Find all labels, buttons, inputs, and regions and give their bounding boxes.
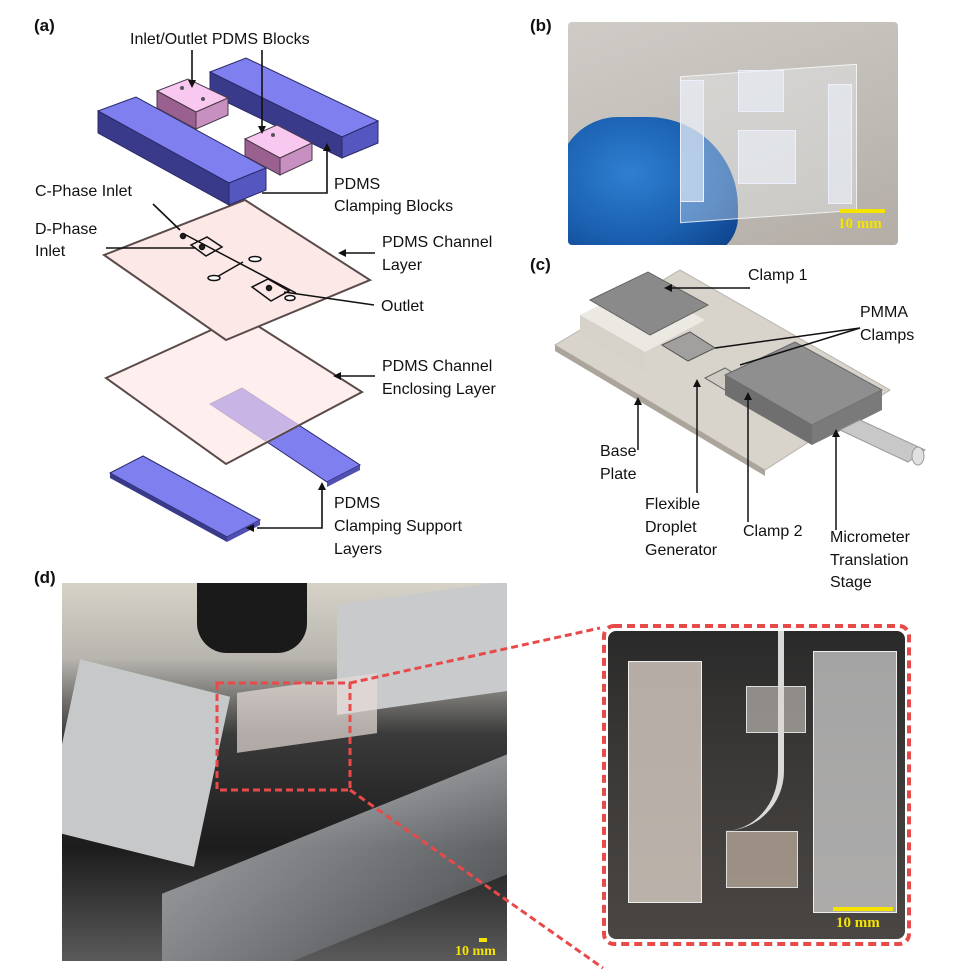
- panel-c-arrowheads: [634, 284, 840, 437]
- label-d-phase-inlet-2: Inlet: [35, 243, 66, 260]
- label-enclosing-layer-1: PDMS Channel: [382, 358, 493, 375]
- clamp-1-plate: [588, 271, 710, 336]
- label-clamping-blocks-1: PDMS: [334, 176, 381, 193]
- device-block-4: [738, 130, 796, 184]
- label-mts-2: Translation: [830, 552, 909, 569]
- panel-d-right-scale-bar: [833, 907, 893, 911]
- panel-a-exploded-diagram: [96, 50, 380, 542]
- label-mts-1: Micrometer: [830, 529, 911, 546]
- panel-a-label: (a): [34, 16, 55, 35]
- inlet-block: [746, 686, 806, 733]
- device-on-stage: [237, 673, 377, 753]
- panel-c-render: [554, 269, 926, 530]
- left-pmma-clamp: [628, 661, 702, 903]
- panel-d-right-scale-label: 10 mm: [836, 915, 880, 931]
- label-base-2: Plate: [600, 466, 637, 483]
- enclosing-layer: [104, 314, 364, 466]
- label-c-phase-inlet: C-Phase Inlet: [35, 183, 132, 200]
- io-block-left: [155, 78, 230, 130]
- label-clamp-1: Clamp 1: [748, 267, 808, 284]
- label-support-layers-2: Clamping Support: [334, 518, 463, 535]
- label-clamping-blocks-2: Clamping Blocks: [334, 198, 454, 215]
- channel-features: [179, 232, 297, 302]
- device-block-2: [828, 84, 852, 204]
- clamp-block-left: [96, 96, 268, 206]
- label-support-layers-3: Layers: [334, 541, 383, 558]
- device-block-1: [680, 80, 704, 202]
- label-channel-layer-2: Layer: [382, 257, 423, 274]
- right-pmma-clamp: [813, 651, 897, 913]
- panel-d-label: (d): [34, 568, 56, 587]
- leader-lines: [106, 50, 375, 529]
- panel-d-left-scale-bar: [479, 938, 487, 942]
- label-mts-3: Stage: [830, 574, 872, 591]
- panel-d-photo-zoom: 10 mm: [608, 631, 905, 939]
- label-channel-layer-1: PDMS Channel: [382, 234, 493, 251]
- panel-d-photo-left: 10 mm: [62, 583, 507, 961]
- channel-layer: [101, 198, 373, 342]
- label-fdg-1: Flexible: [645, 496, 701, 513]
- panel-b-scale-label: 10 mm: [838, 216, 882, 232]
- panel-d-left-scale-label: 10 mm: [455, 944, 496, 959]
- label-outlet: Outlet: [381, 298, 424, 315]
- label-base-1: Base: [600, 443, 637, 460]
- label-enclosing-layer-2: Enclosing Layer: [382, 381, 496, 398]
- panel-b-label: (b): [530, 16, 552, 35]
- label-d-phase-inlet-1: D-Phase: [35, 221, 98, 238]
- left-clamp-plate: [62, 659, 231, 867]
- clamp-block-right: [208, 57, 380, 159]
- objective-lens: [197, 583, 307, 653]
- micrometer: [838, 419, 926, 463]
- label-inlet-outlet-blocks: Inlet/Outlet PDMS Blocks: [130, 31, 310, 48]
- label-support-layers-1: PDMS: [334, 495, 381, 512]
- label-fdg-3: Generator: [645, 542, 718, 559]
- outlet-block: [726, 831, 798, 888]
- label-pmma-2: Clamps: [860, 327, 915, 344]
- panel-c-leaders: [637, 287, 861, 530]
- panel-b-scale-bar: [840, 209, 885, 213]
- support-layer-left: [108, 455, 262, 542]
- panel-b-photo: 10 mm: [568, 22, 898, 245]
- label-pmma-1: PMMA: [860, 304, 908, 321]
- panel-c-label: (c): [530, 255, 551, 274]
- device-block-3: [738, 70, 784, 112]
- label-fdg-2: Droplet: [645, 519, 697, 536]
- arrowheads: [188, 80, 346, 532]
- label-clamp-2: Clamp 2: [743, 523, 803, 540]
